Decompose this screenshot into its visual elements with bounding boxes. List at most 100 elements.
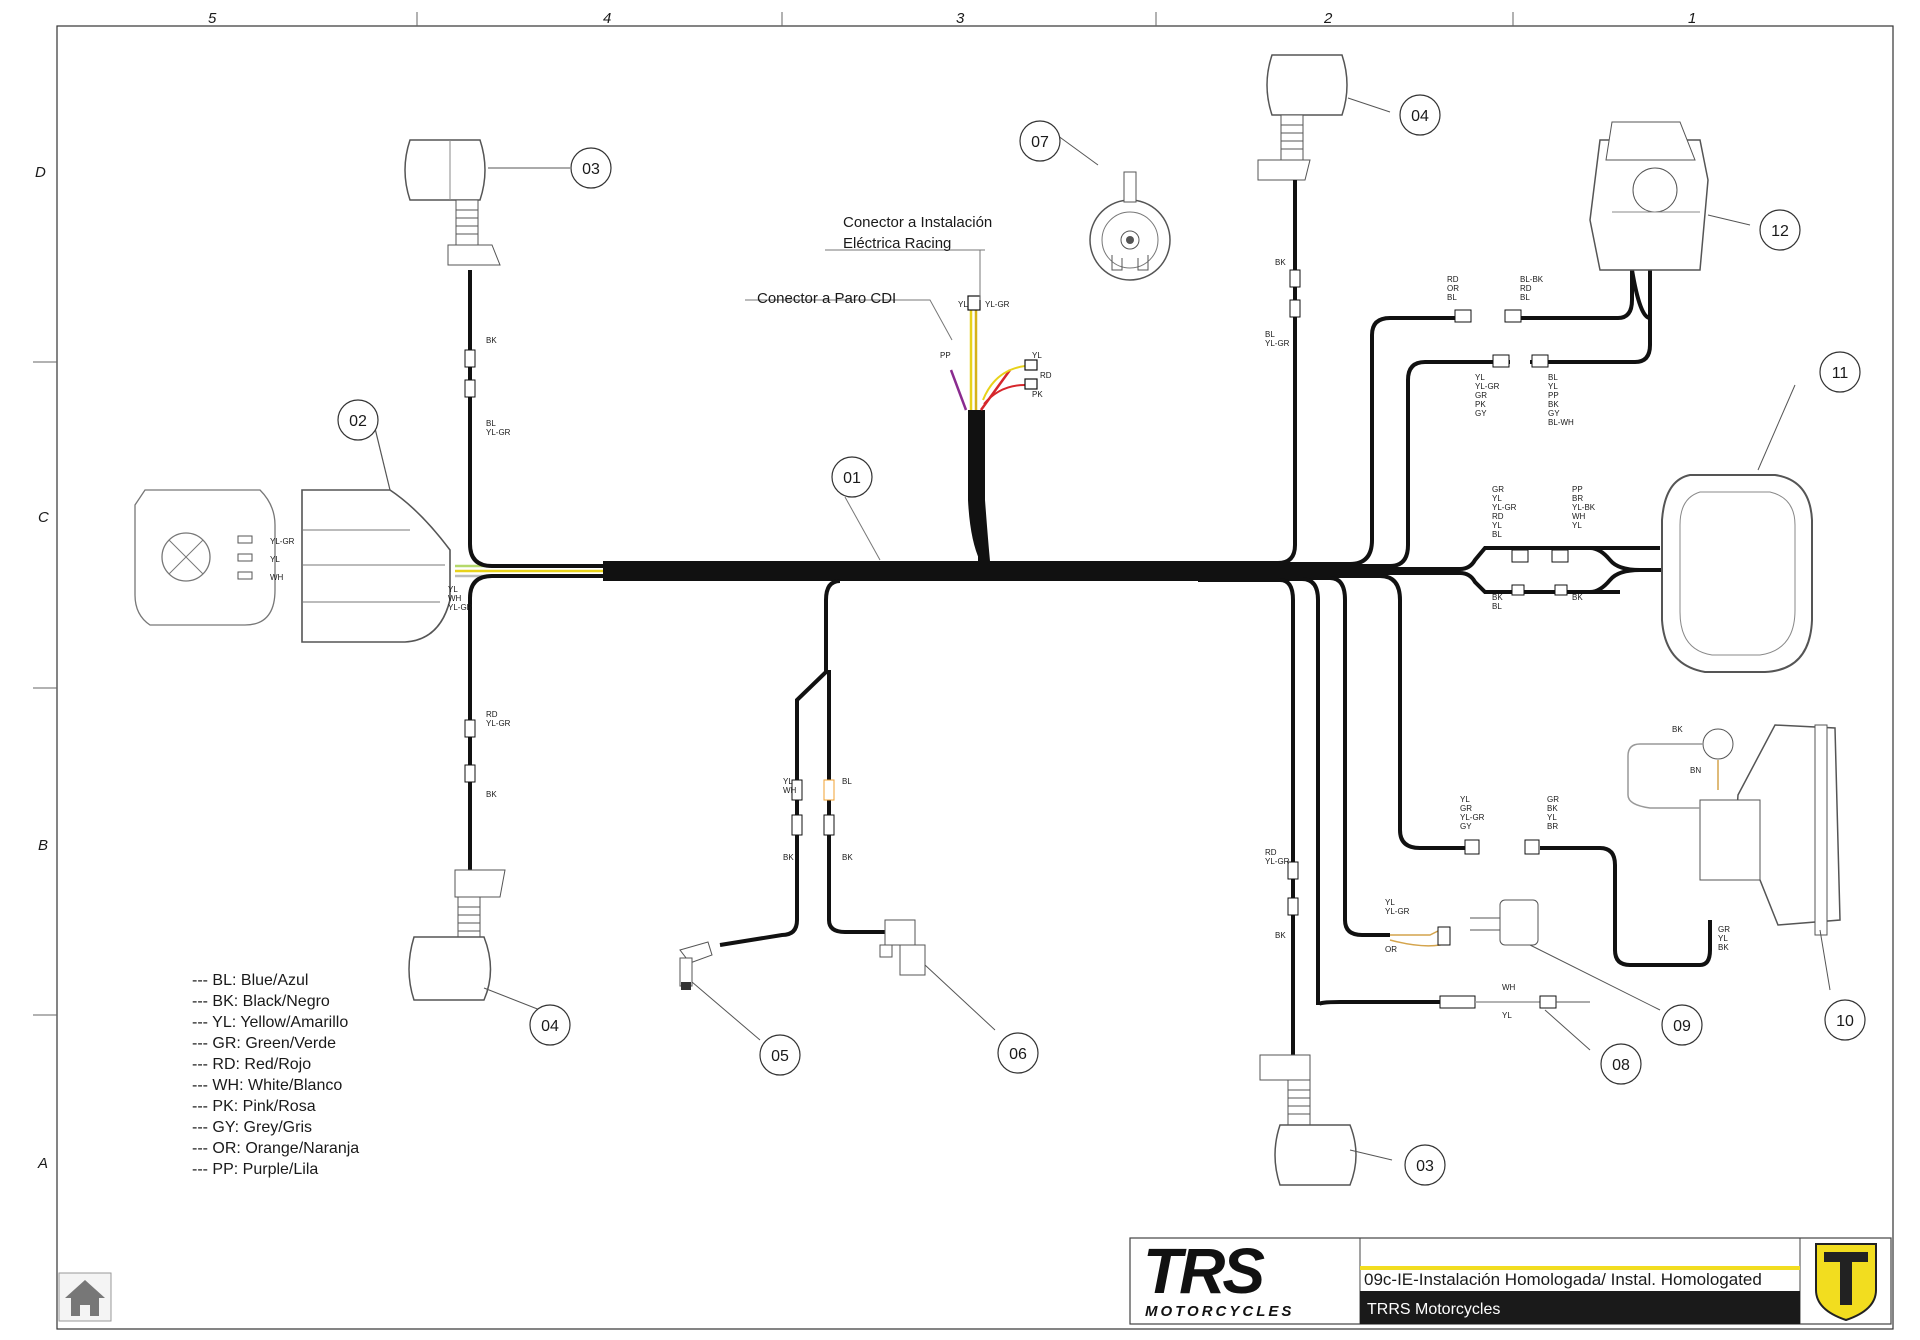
grid-row-c: C xyxy=(38,509,49,526)
wl-harness-1: WH xyxy=(448,594,462,603)
note-racing-line1: Conector a Instalación xyxy=(843,214,992,231)
wl-dash-ra-4: YL xyxy=(1572,521,1582,530)
grid-col-3: 3 xyxy=(956,10,965,27)
wl-tail-bn: BN xyxy=(1690,766,1701,775)
callout-03-bottom: 03 xyxy=(1416,1158,1434,1175)
drawing-frame xyxy=(56,25,1894,1330)
wl-tail-l-1: GR xyxy=(1460,804,1472,813)
wl-sw-la-1: OR xyxy=(1447,284,1459,293)
wl-cdi-right-2: PK xyxy=(1032,390,1043,399)
legend-item: --- OR: Orange/Naranja xyxy=(192,1140,359,1157)
wl-tl-lower-a1: YL-GR xyxy=(486,719,511,728)
wl-dash-lb-0: BK xyxy=(1492,593,1503,602)
wl-s8-1: YL xyxy=(1502,1011,1512,1020)
turn-light-04-top xyxy=(1257,54,1391,318)
callout-09: 09 xyxy=(1673,1018,1691,1035)
wl-dash-la-5: BL xyxy=(1492,530,1502,539)
grid-col-1: 1 xyxy=(1688,10,1696,27)
wl-tr-lower-a0: RD xyxy=(1265,848,1277,857)
wl-dash-la-2: YL-GR xyxy=(1492,503,1517,512)
legend-item: --- GR: Green/Verde xyxy=(192,1035,336,1052)
wl-tail-r-1: BK xyxy=(1547,804,1558,813)
column-ticks xyxy=(33,12,1514,1016)
brand-logo-subtext: MOTORCYCLES xyxy=(1145,1303,1294,1320)
callout-08: 08 xyxy=(1612,1057,1630,1074)
wl-cdi-right-1: RD xyxy=(1040,371,1052,380)
note-cdi: Conector a Paro CDI xyxy=(757,290,896,307)
wl-tail-r-0: GR xyxy=(1547,795,1559,804)
wl-tl-upper-b0: BL xyxy=(486,419,496,428)
wl-s8-0: WH xyxy=(1502,983,1516,992)
callout-02: 02 xyxy=(349,413,367,430)
callout-03-top: 03 xyxy=(582,161,600,178)
wl-cdi-right-0: YL xyxy=(1032,351,1042,360)
wl-tail-r-2: YL xyxy=(1547,813,1557,822)
wl-s5-bot: BK xyxy=(783,853,794,862)
turn-light-04-bottom xyxy=(408,719,541,1011)
wl-sw-lb-1: YL-GR xyxy=(1475,382,1500,391)
wl-dash-la-1: YL xyxy=(1492,494,1502,503)
callout-07: 07 xyxy=(1031,134,1049,151)
callout-10: 10 xyxy=(1836,1013,1854,1030)
wl-dash-ra-0: PP xyxy=(1572,485,1583,494)
legend-item: --- RD: Red/Rojo xyxy=(192,1056,311,1073)
horn-07 xyxy=(1049,129,1171,281)
callout-04-bottom: 04 xyxy=(541,1018,559,1035)
wl-headlight-2: WH xyxy=(270,573,284,582)
wl-tail-l-2: YL-GR xyxy=(1460,813,1485,822)
wl-sw-rb-0: BL xyxy=(1548,373,1558,382)
relay-09 xyxy=(1389,899,1661,1011)
legend-item: --- GY: Grey/Gris xyxy=(192,1119,312,1136)
wl-cdi-pp: PP xyxy=(940,351,951,360)
callout-05: 05 xyxy=(771,1048,789,1065)
wl-tail-top: BK xyxy=(1672,725,1683,734)
wl-tail-b-0: GR xyxy=(1718,925,1730,934)
wl-dash-la-4: YL xyxy=(1492,521,1502,530)
cdi-branch xyxy=(949,295,1038,561)
wl-tl-lower-a0: RD xyxy=(486,710,498,719)
wl-tr-upper-a: BK xyxy=(1275,258,1286,267)
headlight-02 xyxy=(134,419,451,643)
wl-relay-2: OR xyxy=(1385,945,1397,954)
wl-tail-r-3: BR xyxy=(1547,822,1558,831)
turn-light-03-top xyxy=(404,139,570,398)
wl-dash-rb: BK xyxy=(1572,593,1583,602)
callout-12: 12 xyxy=(1771,223,1789,240)
wl-sw-rb-2: PP xyxy=(1548,391,1559,400)
grid-col-5: 5 xyxy=(208,10,217,27)
wl-relay-1: YL-GR xyxy=(1385,907,1410,916)
grid-col-2: 2 xyxy=(1323,10,1333,27)
wl-s5-top-1: WH xyxy=(783,786,797,795)
wl-dash-ra-2: YL-BK xyxy=(1572,503,1596,512)
wl-sw-ra-1: RD xyxy=(1520,284,1532,293)
title-block: TRS MOTORCYCLES 09c-IE-Instalación Homol… xyxy=(1129,1235,1892,1325)
wl-headlight-0: YL-GR xyxy=(270,537,295,546)
wl-sw-lb-4: GY xyxy=(1475,409,1487,418)
wl-racing-0: YL xyxy=(958,300,968,309)
callout-01: 01 xyxy=(843,470,861,487)
wl-tail-b-2: BK xyxy=(1718,943,1729,952)
legend-item: --- BL: Blue/Azul xyxy=(192,972,308,989)
legend-item: --- PK: Pink/Rosa xyxy=(192,1098,316,1115)
wl-sw-la-0: RD xyxy=(1447,275,1459,284)
wl-sw-ra-0: BL-BK xyxy=(1520,275,1544,284)
wl-s5-top-0: YL xyxy=(783,777,793,786)
wl-sw-rb-1: YL xyxy=(1548,382,1558,391)
wl-racing-1: YL-GR xyxy=(985,300,1010,309)
company-name: TRRS Motorcycles xyxy=(1367,1301,1500,1318)
wl-dash-lb-1: BL xyxy=(1492,602,1502,611)
grid-row-d: D xyxy=(35,164,46,181)
callout-circles xyxy=(337,94,1866,1186)
wl-headlight-1: YL xyxy=(270,555,280,564)
note-leaders xyxy=(745,249,985,561)
home-icon[interactable] xyxy=(58,1272,112,1322)
grid-row-b: B xyxy=(38,837,48,854)
wl-tr-upper-b1: YL-GR xyxy=(1265,339,1290,348)
legend-item: --- WH: White/Blanco xyxy=(192,1077,342,1094)
wl-sw-rb-4: GY xyxy=(1548,409,1560,418)
wl-dash-la-3: RD xyxy=(1492,512,1504,521)
wl-sw-rb-5: BL-WH xyxy=(1548,418,1574,427)
wl-harness-0: YL xyxy=(448,585,458,594)
wl-tail-l-0: YL xyxy=(1460,795,1470,804)
